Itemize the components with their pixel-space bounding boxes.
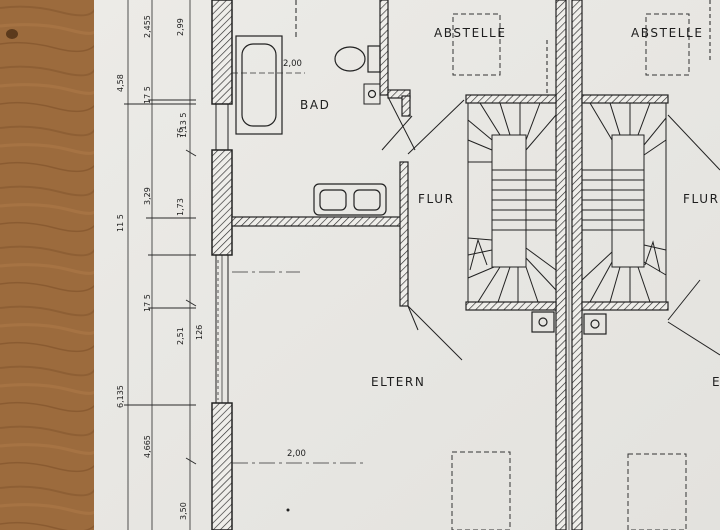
shaft-wall-2 xyxy=(401,95,411,117)
staircase-right xyxy=(581,102,667,303)
dim-outer-1: 4,58 xyxy=(116,74,125,92)
skylight-left xyxy=(451,451,511,530)
left-exterior-wall xyxy=(211,0,233,530)
toilet xyxy=(334,45,381,73)
bath-upper-wall xyxy=(379,0,389,96)
staircase-left xyxy=(467,102,557,303)
chimney-left xyxy=(363,83,381,105)
eltern-label: ELTERN xyxy=(371,375,425,389)
dim-inner-4: 2,51 xyxy=(176,327,185,345)
bad-label: BAD xyxy=(300,98,330,112)
dim-inner-2: 1,13 5 xyxy=(179,113,188,138)
partial-room-label: E xyxy=(712,375,720,389)
bathtub xyxy=(235,35,283,135)
abstelle-label-left: ABSTELLE xyxy=(434,26,507,40)
shaft-wall xyxy=(387,89,411,99)
dim-inner-1: 2,99 xyxy=(176,18,185,36)
dim-small-1: 17 5 xyxy=(143,86,152,104)
dim-small-4: 17 5 xyxy=(143,294,152,312)
central-party-wall xyxy=(555,0,583,530)
dim-small-2: 76 xyxy=(176,128,185,138)
stairwell-bottom-wall-left xyxy=(465,301,557,311)
pencil-dot xyxy=(286,508,290,512)
bad-eltern-wall xyxy=(231,216,403,227)
dimension-guides xyxy=(217,72,366,464)
dim-middle-2: 3,29 xyxy=(143,187,152,205)
dimension-chains xyxy=(124,0,197,530)
dim-middle-3: 4,665 xyxy=(143,435,152,458)
wood-table-background xyxy=(0,0,100,530)
wood-knot xyxy=(6,29,18,39)
abstelle-label-right: ABSTELLE xyxy=(631,26,704,40)
flur-label-left: FLUR xyxy=(418,192,455,206)
flur-partition-wall xyxy=(399,161,409,307)
skylight-right xyxy=(627,453,687,530)
dim-middle-1: 2,455 xyxy=(143,15,152,38)
dim-small-3: 11 5 xyxy=(116,214,125,232)
dim-inner-3: 1,73 xyxy=(176,198,185,216)
flue-boxes xyxy=(531,311,607,335)
right-door-swings xyxy=(546,0,720,356)
abstelle-storage-right xyxy=(645,13,690,76)
chimney-flue xyxy=(367,89,377,99)
flur-label-right: FLUR xyxy=(683,192,720,206)
stairwell-top-wall-right xyxy=(581,94,669,104)
eltern-width-dimension: 2,00 xyxy=(287,449,306,459)
double-sink xyxy=(313,183,387,216)
dim-middle-4: 3,50 xyxy=(179,502,188,520)
stairwell-top-wall-left xyxy=(465,94,557,104)
stairwell-bottom-wall-right xyxy=(581,301,669,311)
dim-small-5: 126 xyxy=(195,325,204,340)
bath-width-dimension: 2,00 xyxy=(283,59,302,69)
door-swings xyxy=(295,0,465,361)
dim-outer-2: 6,135 xyxy=(116,385,125,408)
abstelle-storage-left xyxy=(452,13,501,76)
